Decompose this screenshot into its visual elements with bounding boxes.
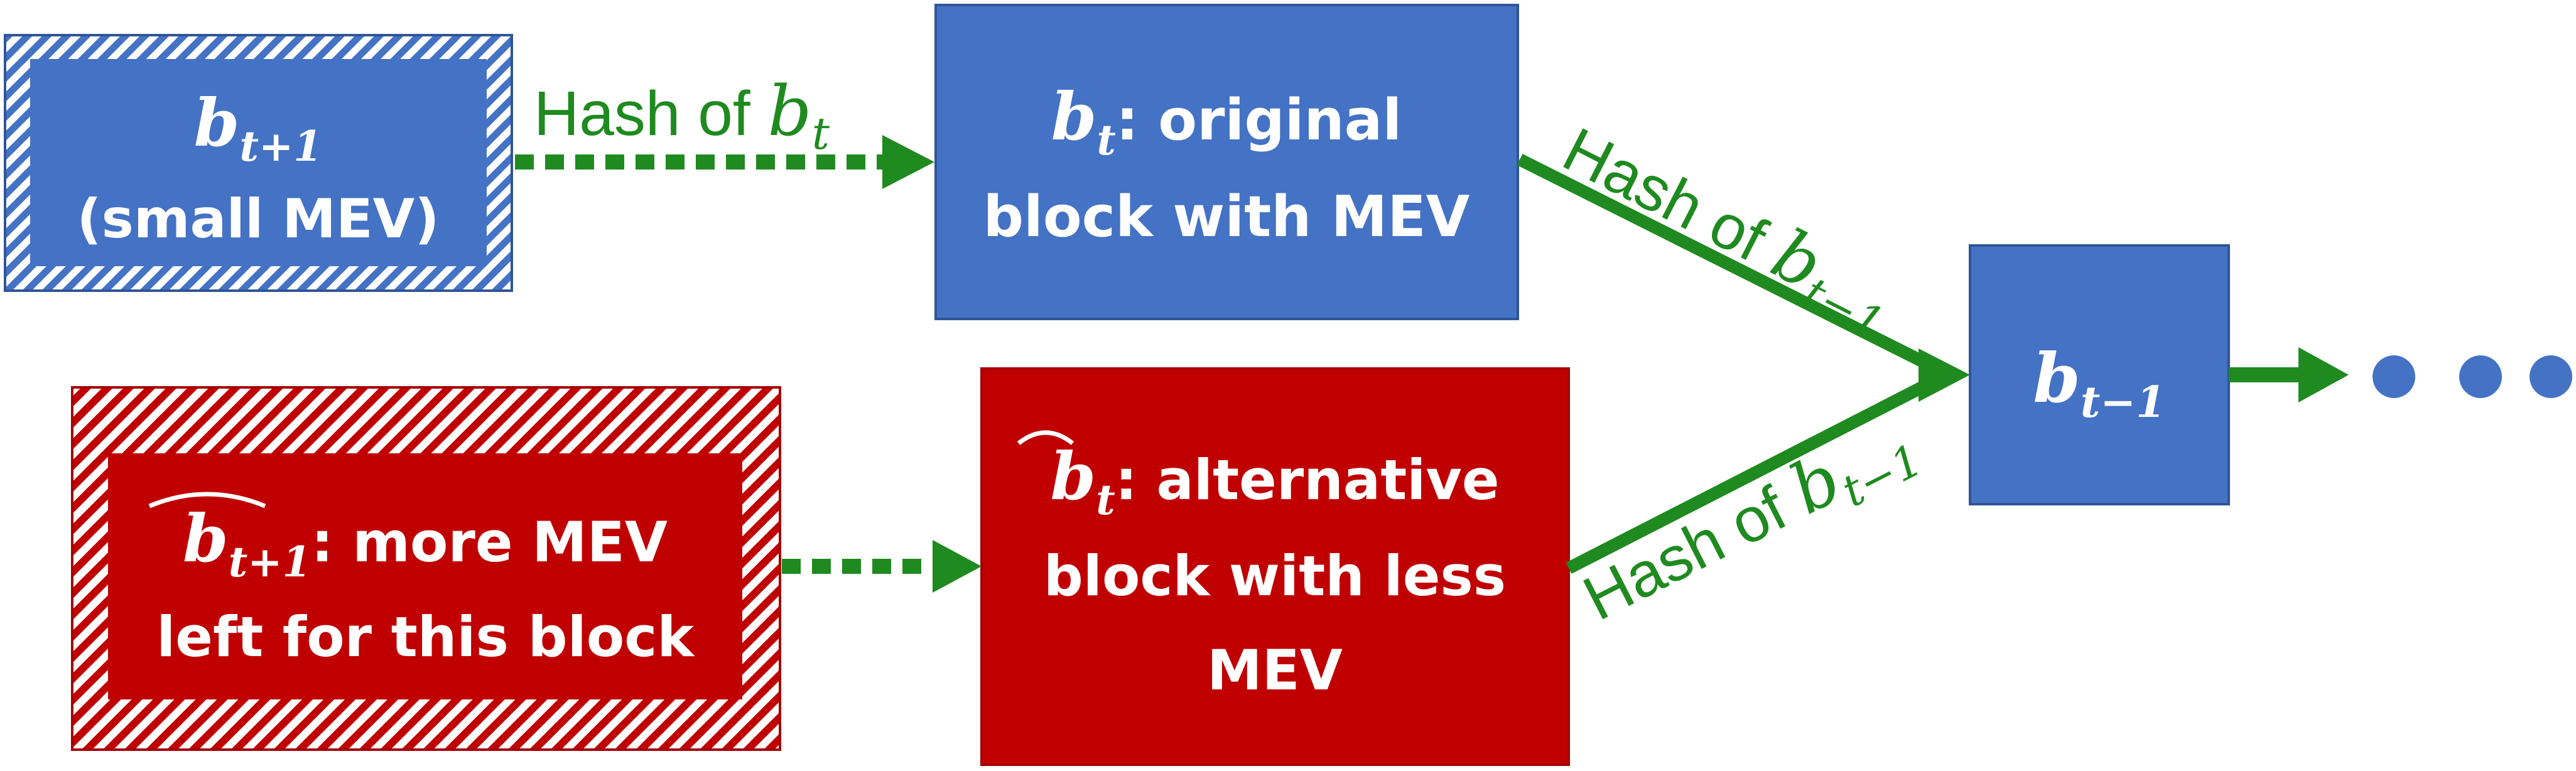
- block-b-t: bt: original block with MEV: [934, 4, 1519, 320]
- arrowhead-icon: [882, 135, 934, 189]
- edge-bottom-dotted: [782, 540, 982, 593]
- block-b-t-plus-1-title: bt+1: [194, 84, 322, 171]
- block-b-t-hat: bt: alternative block with less MEV: [980, 367, 1570, 766]
- block-b-t-hat-caption-2: MEV: [1207, 638, 1343, 703]
- ellipsis-dots-icon: [2373, 355, 2572, 398]
- edge-lower-diagonal-label: Hash of bt−1: [1569, 401, 1931, 643]
- hat-accent-icon: [148, 492, 266, 509]
- block-b-t-title: bt: original: [1051, 78, 1402, 164]
- edge-upper-diagonal-label: Hash of bt−1: [1547, 107, 1909, 350]
- arrowhead-icon: [933, 540, 982, 593]
- block-b-t-plus-1-hat-title: bt+1: more MEV: [183, 500, 668, 586]
- edge-top-dotted-label: Hash of bt: [534, 71, 830, 159]
- edge-top-dotted: Hash of bt: [515, 71, 934, 189]
- hat-accent-icon: [1017, 430, 1074, 445]
- block-b-t-plus-1: bt+1 (small MEV): [4, 34, 513, 292]
- block-b-t-hat-title: bt: alternative: [1050, 438, 1499, 524]
- block-b-t-plus-1-hat: bt+1: more MEV left for this block: [71, 386, 781, 751]
- block-b-t-caption: block with MEV: [983, 184, 1470, 250]
- edge-continuation: [2229, 347, 2349, 402]
- block-b-t-minus-1: bt−1: [1969, 244, 2230, 505]
- edge-upper-diagonal: Hash of bt−1: [1517, 107, 1931, 370]
- arrowhead-icon: [2298, 347, 2349, 402]
- block-b-t-plus-1-caption: (small MEV): [77, 188, 439, 251]
- merge-arrowhead-icon: [1918, 348, 1970, 402]
- block-b-t-plus-1-hat-caption: left for this block: [156, 605, 695, 669]
- block-b-t-minus-1-title: bt−1: [2033, 339, 2165, 428]
- block-b-t-hat-caption-1: block with less: [1044, 544, 1506, 608]
- edge-lower-diagonal: Hash of bt−1: [1566, 379, 1931, 643]
